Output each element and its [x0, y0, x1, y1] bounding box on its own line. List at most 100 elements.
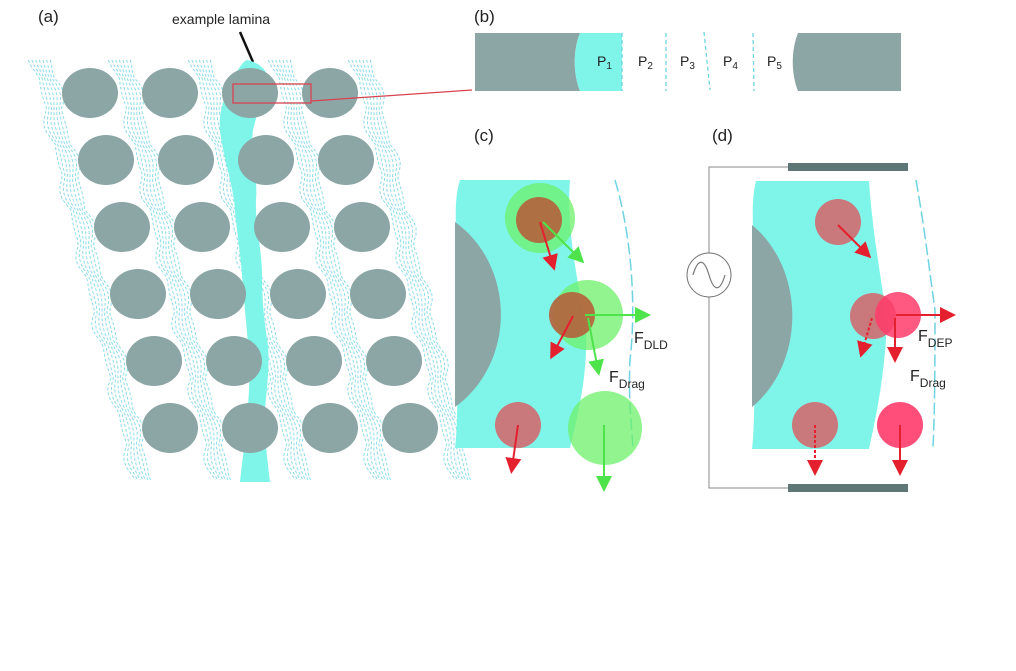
small-particle-2 [549, 292, 595, 338]
pillar [302, 403, 358, 453]
lamina-label-p4: P4 [723, 53, 738, 72]
lamina-boundary-3 [703, 31, 711, 91]
dld-arrow-large-1 [542, 221, 585, 264]
bottom-electrode [788, 484, 908, 492]
streamline [362, 59, 466, 481]
streamline [187, 59, 296, 481]
drag-arrow-dotted-2 [857, 317, 873, 358]
pillar [254, 202, 310, 252]
pillar [270, 269, 326, 319]
panel-b: (b) P1 P2 P3 P4 P5 [474, 7, 901, 92]
streamline [122, 59, 226, 481]
force-label-drag: FDrag [910, 368, 946, 390]
drag-arrow-1 [837, 224, 872, 259]
streamline [27, 59, 136, 481]
pillar [334, 202, 390, 252]
lamina-boundary [915, 179, 936, 448]
drag-arrow-small-3 [505, 424, 522, 474]
pillar [206, 336, 262, 386]
streamline [38, 59, 144, 481]
streamlines [27, 59, 471, 481]
drag-arrow-small-1 [539, 221, 558, 271]
streamline [126, 59, 229, 481]
streamline [198, 59, 304, 481]
streamline [275, 59, 381, 481]
pillar [110, 269, 166, 319]
force-label-drag: FDrag [609, 369, 645, 391]
pillar [190, 269, 246, 319]
pillar [286, 336, 342, 386]
streamline [35, 59, 141, 481]
panel-a-label: (a) [38, 7, 59, 26]
streamline [111, 59, 219, 481]
streamline [42, 59, 146, 481]
panel-d: (d) FDEP FDrag [686, 126, 956, 492]
pillar [94, 202, 150, 252]
streamline [358, 59, 464, 481]
drag-arrow-small-2 [550, 315, 574, 360]
small-particle-1 [516, 197, 562, 243]
streamline [271, 59, 379, 481]
pillar [222, 68, 278, 118]
pillar [222, 403, 278, 453]
pillar [382, 403, 438, 453]
panel-c-label: (c) [474, 126, 494, 145]
streamline [351, 59, 459, 481]
streamline [46, 59, 149, 481]
lamina-label-p1: P1 [597, 53, 612, 72]
streamline [267, 59, 376, 481]
streamline [355, 59, 461, 481]
top-electrode [788, 163, 908, 171]
force-label-dld: FDLD [634, 330, 668, 352]
pillar [302, 68, 358, 118]
lamina-label-p5: P5 [767, 53, 782, 72]
pillar [238, 135, 294, 185]
panel-c: (c) FDLD FDrag [455, 126, 668, 492]
pillar [78, 135, 134, 185]
streamline [347, 59, 456, 481]
streamline [118, 59, 224, 481]
pillar [142, 403, 198, 453]
panel-b-label: (b) [474, 7, 495, 26]
pillar [318, 135, 374, 185]
streamline [202, 59, 306, 481]
right-pillar-section [792, 33, 901, 91]
streamline [282, 59, 386, 481]
streamline [286, 59, 389, 481]
zoom-box [232, 83, 312, 104]
zoom-connector-line [310, 89, 473, 102]
pillar [126, 336, 182, 386]
panel-d-label: (d) [712, 126, 733, 145]
pillar [174, 202, 230, 252]
drag-force-arrow [587, 317, 604, 376]
streamline [278, 59, 384, 481]
wire-top [708, 166, 788, 253]
lamina-region [752, 181, 887, 449]
streamline [31, 59, 139, 481]
pillar [350, 269, 406, 319]
wire-bottom [708, 297, 788, 489]
lamina-label-p2: P2 [638, 53, 653, 72]
streamline [115, 59, 221, 481]
streamline [107, 59, 216, 481]
streamline [366, 59, 469, 481]
lamina-label-p3: P3 [680, 53, 695, 72]
pillar [62, 68, 118, 118]
panel-a: (a) example lamina [27, 7, 473, 482]
annotation-pointer-line [238, 31, 255, 63]
pillar [158, 135, 214, 185]
example-lamina [219, 60, 270, 482]
pillar-array [62, 68, 438, 453]
pillar [455, 222, 501, 407]
lamina-p1-region [574, 33, 622, 91]
ac-source-icon [686, 252, 732, 298]
example-lamina-annotation: example lamina [172, 11, 270, 27]
pillar [752, 225, 793, 407]
pillar [142, 68, 198, 118]
left-pillar-section [475, 33, 580, 91]
particle-1 [815, 199, 861, 245]
lamina-boundary-4 [752, 32, 755, 92]
pillar [366, 336, 422, 386]
force-label-dep: FDEP [918, 328, 952, 350]
